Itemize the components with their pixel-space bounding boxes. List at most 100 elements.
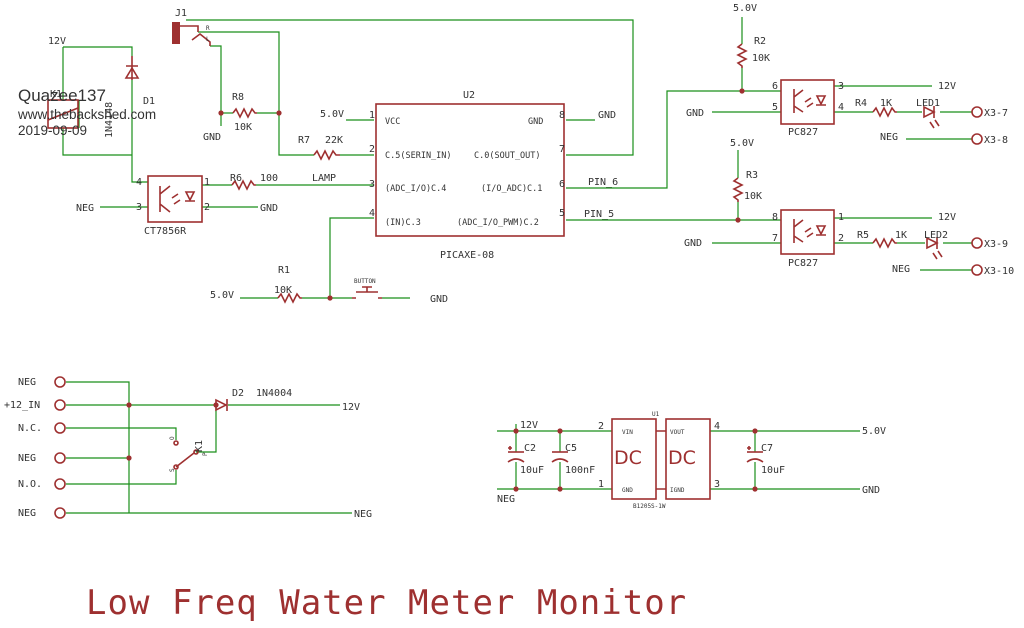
c5-value: 100nF bbox=[565, 465, 595, 476]
diode-d1-symbol bbox=[124, 56, 140, 80]
net-12v-o2: 12V bbox=[938, 212, 956, 223]
connector-left-5-label: N.O. bbox=[18, 479, 42, 490]
r7-label: R7 bbox=[298, 135, 310, 146]
opto1-part: PC827 bbox=[788, 127, 818, 138]
connector-x3-10-label: X3-10 bbox=[984, 266, 1014, 277]
u2-pin6-num: 6 bbox=[559, 179, 565, 190]
r6-label: R6 bbox=[230, 173, 242, 184]
u1-dc-right: DC bbox=[668, 447, 696, 469]
net-pin6: PIN_6 bbox=[588, 177, 618, 188]
opto1-pin3: 3 bbox=[838, 81, 844, 92]
capacitor-c5-symbol bbox=[551, 451, 569, 463]
k1-switch-label: K1 bbox=[194, 440, 205, 452]
opto-left-part: CT7856R bbox=[144, 226, 187, 237]
optocoupler-1-symbol bbox=[780, 79, 835, 125]
connector-x3-7-pad bbox=[971, 106, 983, 118]
opto1-pin4: 4 bbox=[838, 102, 844, 113]
led1-label: LED1 bbox=[916, 98, 940, 109]
r2-label: R2 bbox=[754, 36, 766, 47]
opto2-pin7: 7 bbox=[772, 233, 778, 244]
net-neg-opto: NEG bbox=[76, 203, 94, 214]
r2-value: 10K bbox=[752, 53, 770, 64]
u2-pin7-label: C.0(SOUT_OUT) bbox=[474, 151, 541, 161]
r3-label: R3 bbox=[746, 170, 758, 181]
optocoupler-left-symbol bbox=[147, 175, 203, 223]
u1-vout-label: VOUT bbox=[670, 429, 685, 436]
picaxe-chip-body bbox=[375, 103, 565, 237]
j1-r-label: R bbox=[206, 25, 210, 32]
author-name: Quazee137 bbox=[18, 86, 106, 105]
u1-pin4: 4 bbox=[714, 421, 720, 432]
connector-x3-9-pad bbox=[971, 237, 983, 249]
connector-left-6-label: NEG bbox=[18, 508, 36, 519]
jack-j1-symbol bbox=[172, 22, 211, 46]
u2-pin3-num: 3 bbox=[369, 179, 375, 190]
u1-dc-left: DC bbox=[614, 447, 642, 469]
u1-pin3: 3 bbox=[714, 479, 720, 490]
u2-pin5-num: 5 bbox=[559, 208, 565, 219]
net-neg-bottom: NEG bbox=[354, 509, 372, 520]
u2-pin4-label: (IN)C.3 bbox=[385, 218, 421, 228]
u2-part: PICAXE-08 bbox=[440, 250, 494, 261]
r8-value: 10K bbox=[234, 122, 252, 133]
u2-pin2-num: 2 bbox=[369, 144, 375, 155]
led2-symbol bbox=[926, 236, 943, 260]
capacitor-c7-symbol bbox=[746, 446, 764, 463]
schematic-title: Low Freq Water Meter Monitor bbox=[86, 583, 687, 623]
d2-value: 1N4004 bbox=[256, 388, 292, 399]
wires bbox=[62, 17, 972, 514]
net-5v-vcc: 5.0V bbox=[320, 109, 344, 120]
resistor-r4-symbol bbox=[872, 106, 897, 118]
dc-dc-converter-symbol bbox=[611, 418, 711, 500]
net-5v-r2: 5.0V bbox=[733, 3, 757, 14]
net-12v-psu: 12V bbox=[520, 420, 538, 431]
resistor-r7-symbol bbox=[313, 149, 340, 161]
net-gnd-o1: GND bbox=[686, 108, 704, 119]
led1-symbol bbox=[923, 105, 940, 129]
k1-pin-s: S bbox=[169, 468, 176, 472]
resistor-r3-symbol bbox=[732, 177, 744, 202]
connector-x3-7-label: X3-7 bbox=[984, 108, 1008, 119]
connector-left-4-label: NEG bbox=[18, 453, 36, 464]
r5-value: 1K bbox=[895, 230, 907, 241]
net-neg-o2: NEG bbox=[892, 264, 910, 275]
u2-pin8-num: 8 bbox=[559, 110, 565, 121]
c7-label: C7 bbox=[761, 443, 773, 454]
resistor-r1-symbol bbox=[277, 292, 302, 304]
u1-pin1: 1 bbox=[598, 479, 604, 490]
capacitor-c2-symbol bbox=[507, 446, 525, 463]
u1-vin-label: VIN bbox=[622, 429, 633, 436]
opto2-part: PC827 bbox=[788, 258, 818, 269]
u2-pin2-label: C.5(SERIN_IN) bbox=[385, 151, 452, 161]
net-neg-psu: NEG bbox=[497, 494, 515, 505]
opto-left-pin1: 1 bbox=[204, 177, 210, 188]
net-pin5: PIN_5 bbox=[584, 209, 614, 220]
connector-x3-8-pad bbox=[971, 133, 983, 145]
resistor-r5-symbol bbox=[872, 237, 897, 249]
u2-pin6-label: (I/O_ADC)C.1 bbox=[481, 184, 542, 194]
button-label: BUTTON bbox=[354, 278, 376, 285]
resistor-r8-symbol bbox=[232, 107, 257, 119]
net-gnd-o2: GND bbox=[684, 238, 702, 249]
net-5v-r1: 5.0V bbox=[210, 290, 234, 301]
r1-value: 10K bbox=[274, 285, 292, 296]
d1-value: 1N4148 bbox=[104, 102, 115, 138]
net-5v-r3: 5.0V bbox=[730, 138, 754, 149]
c5-label: C5 bbox=[565, 443, 577, 454]
opto2-pin1: 1 bbox=[838, 212, 844, 223]
opto-left-pin4: 4 bbox=[136, 177, 142, 188]
connector-x3-8-label: X3-8 bbox=[984, 135, 1008, 146]
opto-left-pin3: 3 bbox=[136, 202, 142, 213]
k1-pin-o: O bbox=[169, 436, 176, 440]
relay-switch-symbol bbox=[173, 440, 199, 470]
connector-x3-9-label: X3-9 bbox=[984, 239, 1008, 250]
net-gnd-btn: GND bbox=[430, 294, 448, 305]
r4-value: 1K bbox=[880, 98, 892, 109]
diode-d2-symbol bbox=[215, 398, 228, 412]
u2-pin4-num: 4 bbox=[369, 208, 375, 219]
net-gnd-j1: GND bbox=[203, 132, 221, 143]
relay-coil-symbol bbox=[47, 99, 79, 129]
u2-pin7-num: 7 bbox=[559, 144, 565, 155]
r1-label: R1 bbox=[278, 265, 290, 276]
